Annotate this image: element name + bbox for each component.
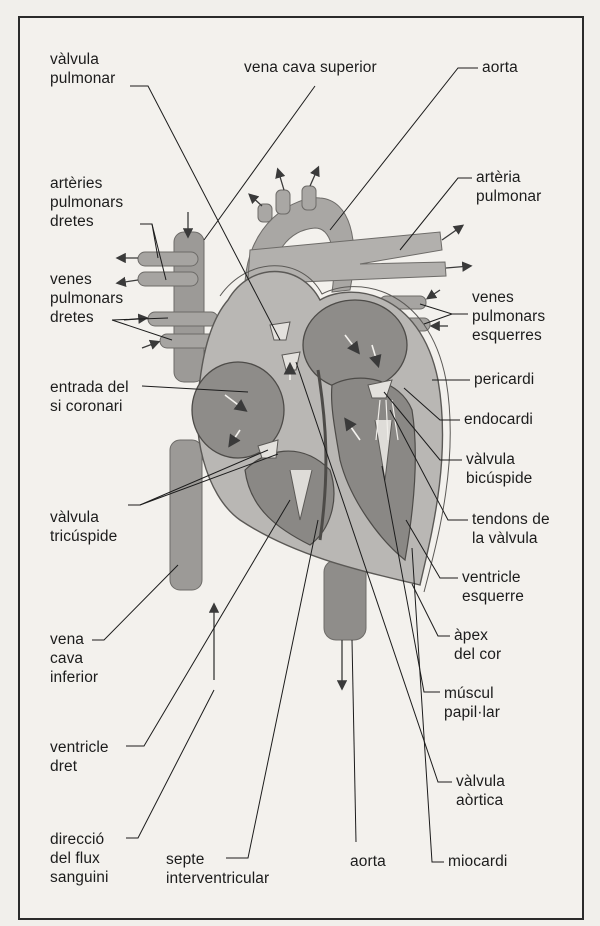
label-entrada-si-coronari: entrada del si coronari [50, 378, 129, 416]
label-arteries-pulmonars-dretes: artèries pulmonars dretes [50, 174, 123, 231]
flow-arrow-branch1 [278, 170, 284, 190]
leader-aorta-top [330, 68, 478, 230]
leader-direccio-flux [126, 690, 214, 838]
label-direccio-flux: direcció del flux sanguini [50, 830, 109, 887]
label-vena-cava-superior: vena cava superior [244, 58, 377, 77]
label-septe-interventricular: septe interventricular [166, 850, 269, 888]
leader-ventricle-dret [126, 500, 290, 746]
label-ventricle-esquerre: ventricle esquerre [462, 568, 524, 606]
right-pulmonary-artery-2 [138, 272, 198, 286]
flow-arrow-lpa1 [442, 226, 462, 240]
label-miocardi: miocardi [448, 852, 507, 871]
leader-venes-esq-1 [420, 304, 468, 314]
leader-vena-cava-inferior [92, 565, 178, 640]
label-venes-pulmonars-dretes: venes pulmonars dretes [50, 270, 123, 327]
right-pulmonary-artery-1 [138, 252, 198, 266]
label-aorta-bottom: aorta [350, 852, 386, 871]
label-valvula-aortica: vàlvula aòrtica [456, 772, 505, 810]
label-venes-pulmonars-esquerres: venes pulmonars esquerres [472, 288, 545, 345]
label-ventricle-dret: ventricle dret [50, 738, 109, 776]
label-tendons-valvula: tendons de la vàlvula [472, 510, 550, 548]
leader-miocardi [412, 548, 444, 862]
label-apex-cor: àpex del cor [454, 626, 501, 664]
leader-apex [412, 584, 450, 636]
label-valvula-bicuspide: vàlvula bicúspide [466, 450, 532, 488]
flow-arrow-branch2 [310, 168, 318, 186]
label-valvula-tricuspide: vàlvula tricúspide [50, 508, 117, 546]
label-endocardi: endocardi [464, 410, 533, 429]
flow-arrow-lpa2 [446, 266, 470, 268]
pulmonary-valve-shape [270, 322, 290, 340]
right-pulmonary-vein-1 [148, 312, 218, 326]
aortic-branch-1 [276, 190, 290, 214]
label-pericardi: pericardi [474, 370, 534, 389]
label-valvula-pulmonar: vàlvula pulmonar [50, 50, 115, 88]
aortic-branch-2 [302, 186, 316, 210]
flow-arrow-branch3 [250, 195, 262, 206]
label-muscul-papillar: múscul papil·lar [444, 684, 500, 722]
leader-septe [226, 520, 318, 858]
label-vena-cava-inferior: vena cava inferior [50, 630, 98, 687]
leader-aorta-bottom [352, 640, 356, 842]
inferior-vena-cava [170, 440, 202, 590]
flow-arrow-rpv2 [142, 342, 158, 348]
label-aorta-top: aorta [482, 58, 518, 77]
heart-illustration [118, 168, 470, 688]
label-arteria-pulmonar: artèria pulmonar [476, 168, 541, 206]
aortic-branch-3 [258, 204, 272, 222]
leader-venes-esq-2 [424, 314, 452, 324]
descending-aorta [324, 560, 366, 640]
flow-arrow-lpv1 [428, 290, 440, 298]
